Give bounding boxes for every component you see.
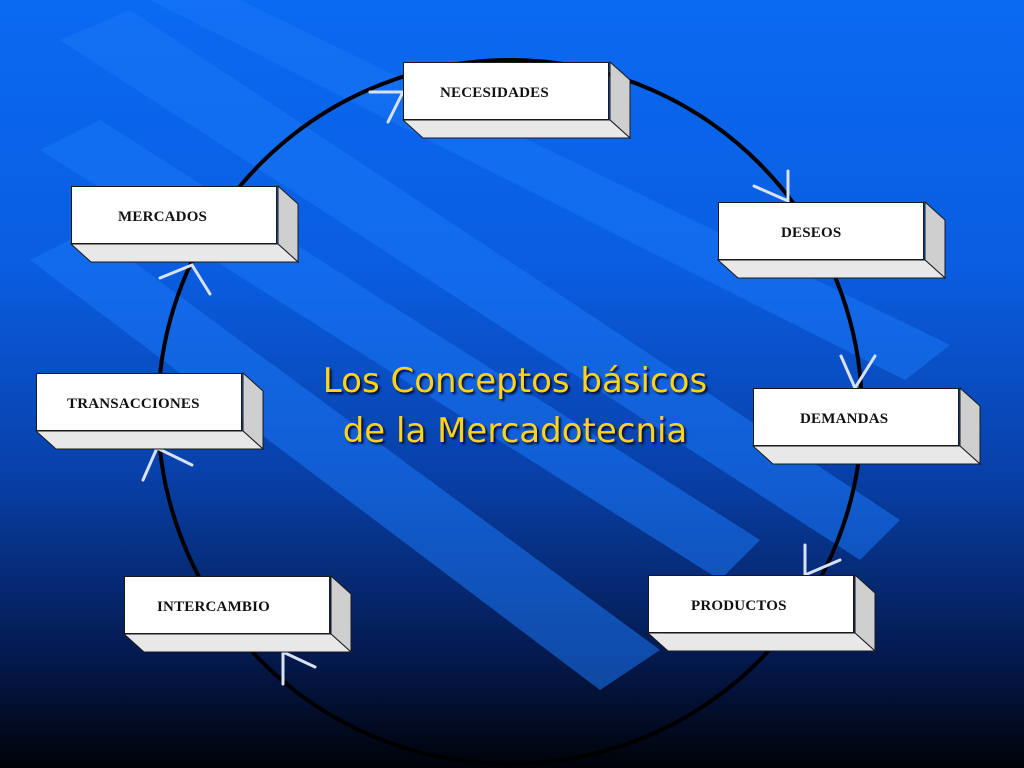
stripe xyxy=(60,10,900,560)
box-bottom xyxy=(69,243,300,263)
concept-label: TRANSACCIONES xyxy=(67,396,200,412)
box-bottom xyxy=(751,445,982,465)
box-bottom xyxy=(716,259,947,279)
box-bottom xyxy=(401,119,632,139)
concept-box-necesidades: NECESIDADES xyxy=(403,62,609,120)
concept-label: PRODUCTOS xyxy=(691,598,787,614)
arrow-transacciones-to-mercados xyxy=(158,263,212,296)
slide-title: Los Conceptos básicos de la Mercadotecni… xyxy=(285,356,745,456)
title-line-2: de la Mercadotecnia xyxy=(342,411,688,451)
concept-label: MERCADOS xyxy=(118,209,208,225)
concept-box-productos: PRODUCTOS xyxy=(648,575,854,633)
concept-label: DEMANDAS xyxy=(800,411,889,427)
box-bottom xyxy=(34,430,265,450)
concept-box-transacciones: TRANSACCIONES xyxy=(36,373,242,431)
stripe xyxy=(30,230,660,690)
arrow-necesidades-to-deseos xyxy=(752,169,790,204)
concept-label: DESEOS xyxy=(781,225,842,241)
stripe xyxy=(150,0,950,380)
box-bottom xyxy=(122,633,353,653)
concept-label: INTERCAMBIO xyxy=(157,599,271,615)
concept-box-mercados: MERCADOS xyxy=(71,186,277,244)
concept-box-intercambio: INTERCAMBIO xyxy=(124,576,330,634)
concept-box-deseos: DESEOS xyxy=(718,202,924,260)
concept-label: NECESIDADES xyxy=(440,85,549,101)
box-bottom xyxy=(646,632,877,652)
title-line-1: Los Conceptos básicos xyxy=(322,361,708,401)
concept-box-demandas: DEMANDAS xyxy=(753,388,959,446)
